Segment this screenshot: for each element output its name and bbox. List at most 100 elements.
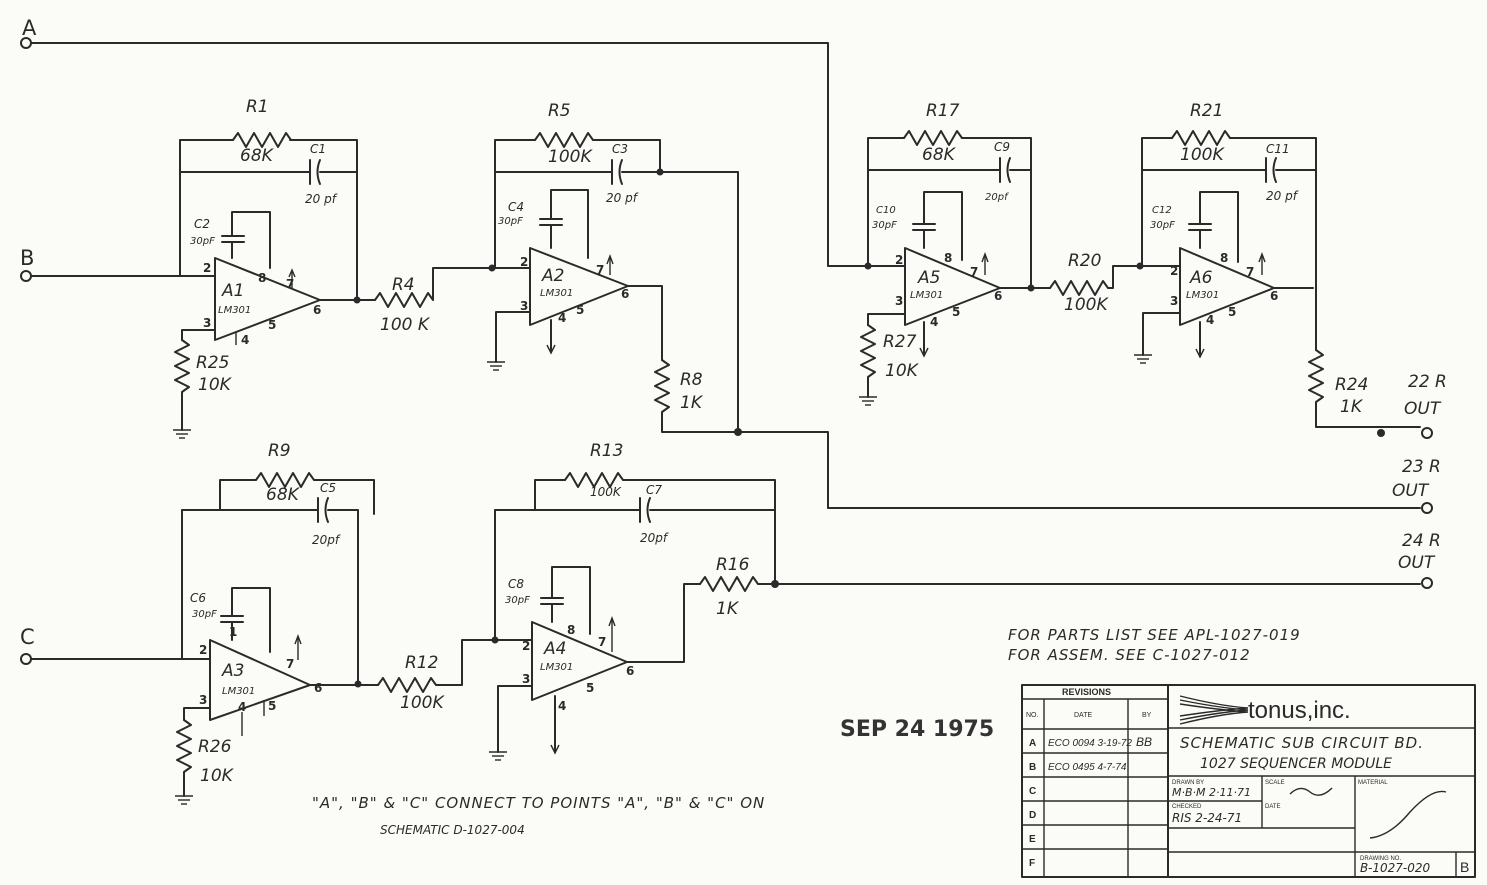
svg-text:ECO 0094 3-19-72: ECO 0094 3-19-72 — [1048, 738, 1132, 749]
svg-text:A: A — [22, 16, 37, 40]
stage-a5: A5 LM301 R17 68K C9 20pf C10 30pF R27 10… — [858, 101, 1051, 406]
svg-text:C12: C12 — [1152, 205, 1172, 216]
terminal-c: C — [20, 625, 35, 665]
svg-text:7: 7 — [596, 263, 604, 277]
svg-text:B-1027-020: B-1027-020 — [1360, 861, 1430, 875]
note-parts-list: FOR PARTS LIST SEE APL-1027-019 — [1008, 626, 1301, 644]
capacitor-c1 — [316, 159, 321, 185]
svg-text:10K: 10K — [200, 766, 235, 786]
resistor-r8 — [654, 359, 739, 433]
svg-text:C6: C6 — [190, 591, 206, 605]
svg-text:LM301: LM301 — [540, 288, 573, 299]
svg-text:R9: R9 — [268, 441, 291, 461]
svg-text:RIS 2-24-71: RIS 2-24-71 — [1172, 811, 1242, 825]
svg-text:3: 3 — [1170, 294, 1178, 308]
svg-text:7: 7 — [598, 635, 606, 649]
svg-text:6: 6 — [626, 664, 634, 678]
svg-text:B: B — [1460, 859, 1469, 875]
svg-text:R25: R25 — [196, 353, 229, 373]
resistor-r16 — [699, 576, 769, 592]
date-stamp: SEP 24 1975 — [840, 717, 994, 742]
svg-text:7: 7 — [970, 265, 978, 279]
svg-text:68K: 68K — [266, 485, 301, 505]
wire-23r-out — [737, 431, 1421, 509]
output-24r: 24 R OUT — [1398, 531, 1441, 589]
svg-text:C11: C11 — [1266, 142, 1290, 156]
output-22r: 22 R OUT — [1404, 372, 1447, 439]
svg-text:F: F — [1029, 858, 1035, 869]
note-assembly: FOR ASSEM. SEE C-1027-012 — [1008, 646, 1251, 664]
svg-text:B: B — [20, 246, 34, 270]
svg-text:LM301: LM301 — [540, 662, 573, 673]
svg-text:C8: C8 — [508, 577, 524, 591]
svg-text:100K: 100K — [590, 485, 622, 499]
svg-text:A2: A2 — [541, 266, 564, 286]
svg-text:5: 5 — [1228, 305, 1236, 319]
svg-text:4: 4 — [930, 315, 938, 329]
svg-text:2: 2 — [895, 253, 903, 267]
svg-text:23 R: 23 R — [1402, 457, 1441, 477]
svg-text:R20: R20 — [1068, 251, 1101, 271]
wire-a-to-a5 — [30, 42, 871, 267]
capacitor-c7 — [646, 497, 651, 523]
svg-text:R5: R5 — [548, 101, 571, 121]
svg-text:R27: R27 — [883, 332, 917, 352]
svg-text:R1: R1 — [246, 97, 269, 117]
resistor-r21 — [1171, 130, 1231, 146]
opamp-a4 — [531, 621, 628, 701]
stage-a1: A1 LM301 R1 68K C1 20 pf C2 30pF R25 10K… — [30, 97, 376, 439]
svg-text:DRAWN BY: DRAWN BY — [1172, 780, 1204, 786]
svg-text:6: 6 — [994, 289, 1002, 303]
svg-text:C4: C4 — [508, 200, 524, 214]
svg-text:4: 4 — [1206, 313, 1214, 327]
svg-text:7: 7 — [286, 277, 294, 291]
opamp-a1 — [214, 257, 321, 341]
svg-text:C7: C7 — [646, 483, 662, 497]
svg-text:2: 2 — [203, 261, 211, 275]
svg-text:100K: 100K — [1064, 295, 1109, 315]
svg-text:3: 3 — [522, 672, 530, 686]
svg-text:R12: R12 — [405, 653, 438, 673]
svg-text:DRAWING NO.: DRAWING NO. — [1360, 856, 1401, 862]
svg-text:1K: 1K — [680, 393, 704, 413]
svg-text:100K: 100K — [1180, 145, 1225, 165]
svg-text:2: 2 — [199, 643, 207, 657]
svg-text:OUT: OUT — [1404, 399, 1442, 419]
svg-text:30pF: 30pF — [505, 595, 530, 606]
svg-text:C10: C10 — [876, 205, 896, 216]
svg-text:30pF: 30pF — [498, 216, 523, 227]
opamp-a6 — [1179, 247, 1275, 326]
resistor-r9 — [219, 472, 375, 515]
svg-text:M·B·M 2·11·71: M·B·M 2·11·71 — [1172, 786, 1251, 799]
svg-text:4: 4 — [241, 333, 249, 347]
svg-text:BY: BY — [1142, 712, 1152, 719]
svg-text:E: E — [1029, 834, 1036, 845]
svg-text:4: 4 — [558, 311, 566, 325]
resistor-r17 — [903, 130, 963, 146]
svg-text:8: 8 — [944, 251, 952, 265]
svg-text:30pF: 30pF — [192, 609, 217, 620]
resistor-r1 — [232, 132, 292, 148]
svg-text:6: 6 — [1270, 289, 1278, 303]
svg-text:C: C — [1029, 786, 1036, 797]
svg-text:1K: 1K — [1340, 397, 1364, 417]
svg-text:30pF: 30pF — [1150, 220, 1175, 231]
stage-a6: A6 LM301 R21 100K C11 20 pf C12 30pF R24… — [1133, 101, 1421, 437]
svg-text:2: 2 — [522, 639, 530, 653]
opamp-a2 — [529, 247, 629, 326]
svg-text:OUT: OUT — [1398, 553, 1436, 573]
svg-text:A: A — [1029, 738, 1036, 749]
svg-text:LM301: LM301 — [222, 686, 255, 697]
company-logo: tonus,inc. — [1179, 695, 1351, 725]
svg-text:tonus,inc.: tonus,inc. — [1248, 697, 1351, 724]
svg-text:1027 SEQUENCER MODULE: 1027 SEQUENCER MODULE — [1200, 756, 1392, 772]
svg-text:7: 7 — [286, 657, 294, 671]
svg-text:5: 5 — [952, 305, 960, 319]
svg-text:4: 4 — [238, 700, 246, 714]
opamp-a3 — [209, 639, 311, 721]
title-block: REVISIONS NO. DATE BY A ECO 0094 3-19-72… — [1021, 684, 1476, 878]
svg-text:SCALE: SCALE — [1265, 780, 1285, 786]
svg-text:7: 7 — [1246, 265, 1254, 279]
resistor-r24 — [1308, 349, 1421, 428]
